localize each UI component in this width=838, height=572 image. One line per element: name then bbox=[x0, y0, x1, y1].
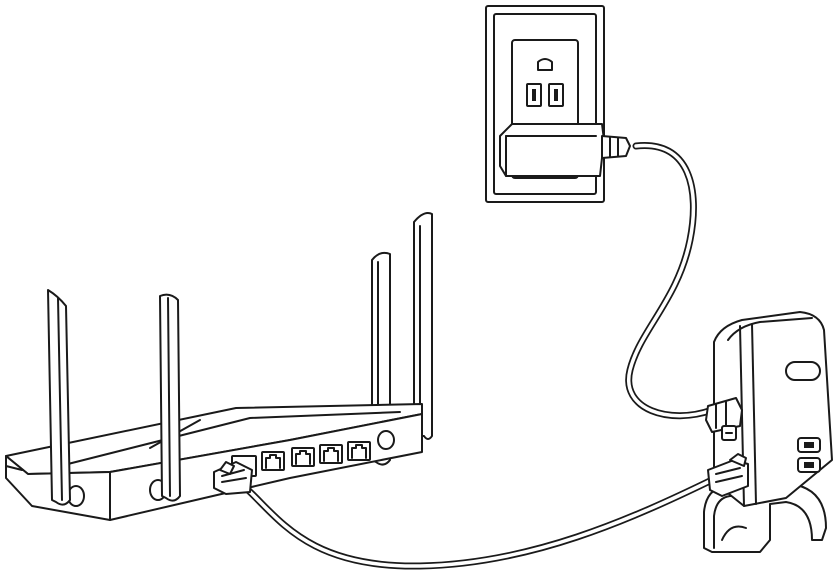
router-antenna-front-left bbox=[48, 290, 70, 505]
router-antenna-front-center bbox=[160, 295, 180, 501]
power-adapter bbox=[500, 124, 630, 176]
power-cable bbox=[629, 146, 712, 416]
ethernet-cable bbox=[248, 478, 716, 566]
wall-outlet bbox=[486, 6, 630, 202]
modem bbox=[704, 312, 832, 552]
router bbox=[6, 213, 432, 520]
modem-power-port bbox=[706, 398, 742, 440]
lan-port bbox=[292, 448, 314, 466]
lan-port bbox=[320, 445, 342, 463]
lan-port bbox=[262, 452, 284, 470]
lan-port bbox=[348, 442, 370, 460]
